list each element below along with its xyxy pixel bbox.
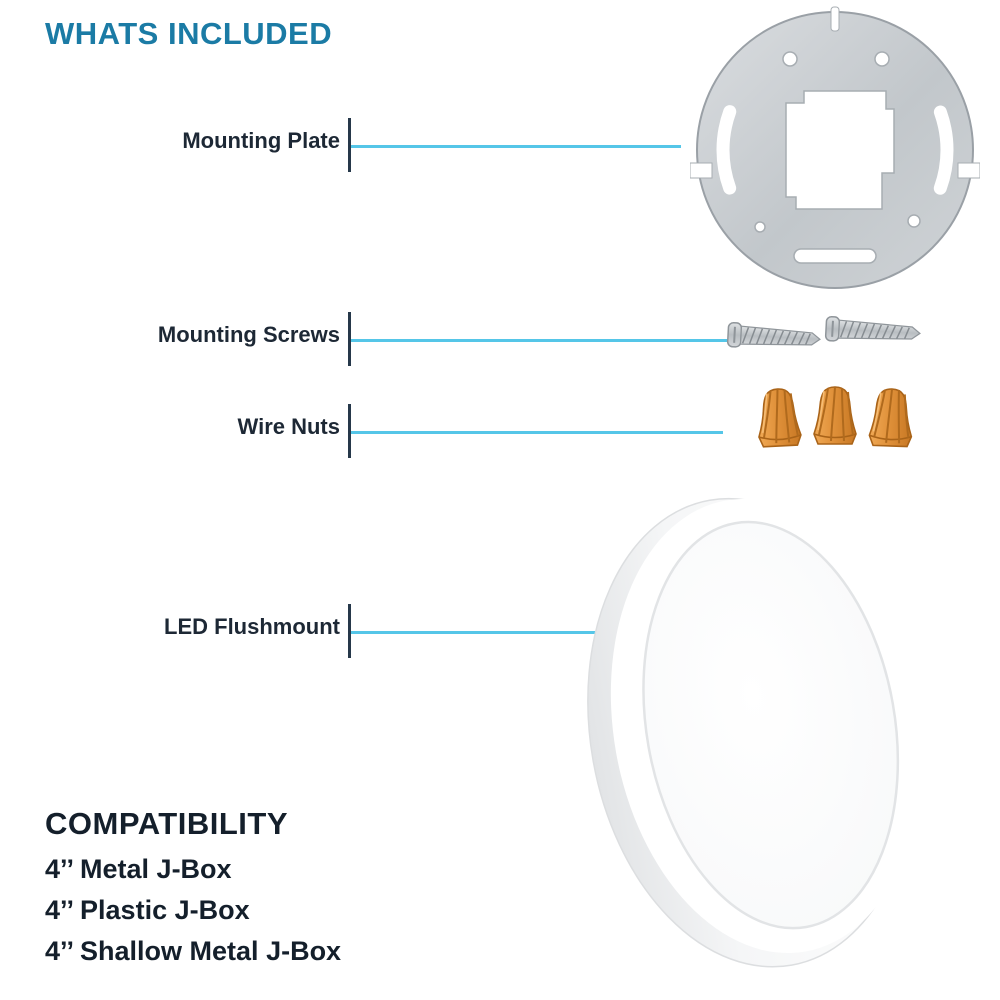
led-flushmount-icon (587, 497, 921, 968)
leader-tick-mounting-plate (348, 118, 351, 172)
compatibility-section: COMPATIBILITY 4’’ Metal J-Box 4’’ Plasti… (45, 806, 341, 967)
screw-2 (824, 316, 921, 342)
compatibility-item-metal-jbox: 4’’ Metal J-Box (45, 854, 232, 884)
leader-tick-led-flushmount (348, 604, 351, 658)
compatibility-item-shallow-metal-jbox: 4’’ Shallow Metal J-Box (45, 936, 342, 966)
leader-line-mounting-plate (351, 145, 681, 148)
leader-line-wire-nuts (351, 431, 723, 434)
mounting-plate-illustration (689, 5, 981, 295)
wire-nuts-icon (755, 386, 914, 449)
wire-nut-1 (755, 386, 803, 449)
leader-tick-wire-nuts (348, 404, 351, 458)
mounting-screws-illustration (726, 312, 926, 368)
wire-nuts-illustration (750, 383, 922, 453)
callout-label-led-flushmount: LED Flushmount (164, 614, 340, 639)
screws-icon (726, 316, 921, 348)
compatibility-item-plastic-jbox: 4’’ Plastic J-Box (45, 895, 250, 925)
leader-line-led-flushmount (351, 631, 669, 634)
whats-included-title: WHATS INCLUDED (45, 16, 333, 51)
callout-label-mounting-plate: Mounting Plate (182, 128, 340, 153)
led-flushmount-illustration (580, 478, 945, 978)
callout-label-wire-nuts: Wire Nuts (237, 414, 340, 439)
leader-line-mounting-screws (351, 339, 729, 342)
compatibility-title: COMPATIBILITY (45, 806, 288, 841)
wire-nut-2 (813, 386, 857, 445)
wire-nut-3 (868, 387, 914, 448)
leader-tick-mounting-screws (348, 312, 351, 366)
callout-label-mounting-screws: Mounting Screws (157, 322, 340, 347)
screw-1 (726, 322, 821, 348)
mounting-plate-icon (689, 6, 981, 289)
